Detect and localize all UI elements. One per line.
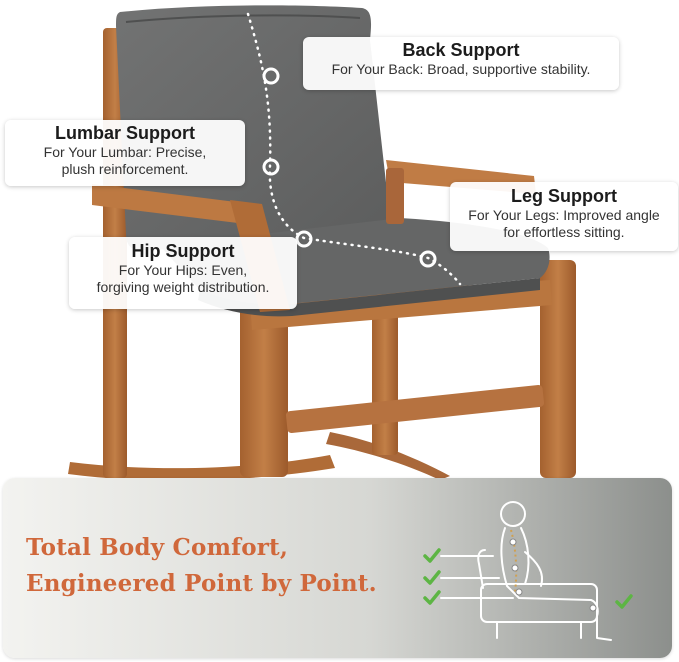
leg-support-description-line-1: For Your Legs: Improved angle xyxy=(468,207,660,223)
back-support-callout: Back Support For Your Back: Broad, suppo… xyxy=(303,37,619,90)
checkmark-icon xyxy=(423,590,441,605)
comfort-banner: Total Body Comfort, Engineered Point by … xyxy=(3,478,672,658)
leg-point-marker-icon xyxy=(419,250,437,268)
banner-headline-line-2: Engineered Point by Point. xyxy=(26,570,377,597)
checkmark-icon xyxy=(423,570,441,585)
hip-support-title: Hip Support xyxy=(131,241,235,261)
hip-point-marker-icon xyxy=(295,230,313,248)
back-point-marker-icon xyxy=(262,67,280,85)
lumbar-support-title: Lumbar Support xyxy=(55,123,195,143)
chair-legs xyxy=(240,260,576,478)
lumbar-support-description-line-1: For Your Lumbar: Precise, xyxy=(43,144,207,160)
support-point-markers xyxy=(262,67,437,268)
hip-support-callout: Hip Support For Your Hips: Even, forgivi… xyxy=(69,237,297,309)
lumbar-support-description-line-2: plush reinforcement. xyxy=(61,161,189,177)
checkmark-icon xyxy=(423,548,441,563)
leg-support-title: Leg Support xyxy=(511,186,617,206)
lumbar-point-marker-icon xyxy=(262,158,280,176)
seated-body-posture-icon xyxy=(423,501,633,641)
back-support-title: Back Support xyxy=(402,40,520,60)
checkmark-icon xyxy=(615,594,633,609)
banner-headline-line-1: Total Body Comfort, xyxy=(26,534,289,561)
leg-support-callout: Leg Support For Your Legs: Improved angl… xyxy=(450,182,678,251)
lumbar-support-callout: Lumbar Support For Your Lumbar: Precise,… xyxy=(5,120,245,186)
leg-support-description-line-2: for effortless sitting. xyxy=(503,224,625,240)
back-support-description: For Your Back: Broad, supportive stabili… xyxy=(331,61,591,77)
hip-support-description-line-2: forgiving weight distribution. xyxy=(96,279,270,295)
hip-support-description-line-1: For Your Hips: Even, xyxy=(118,262,248,278)
